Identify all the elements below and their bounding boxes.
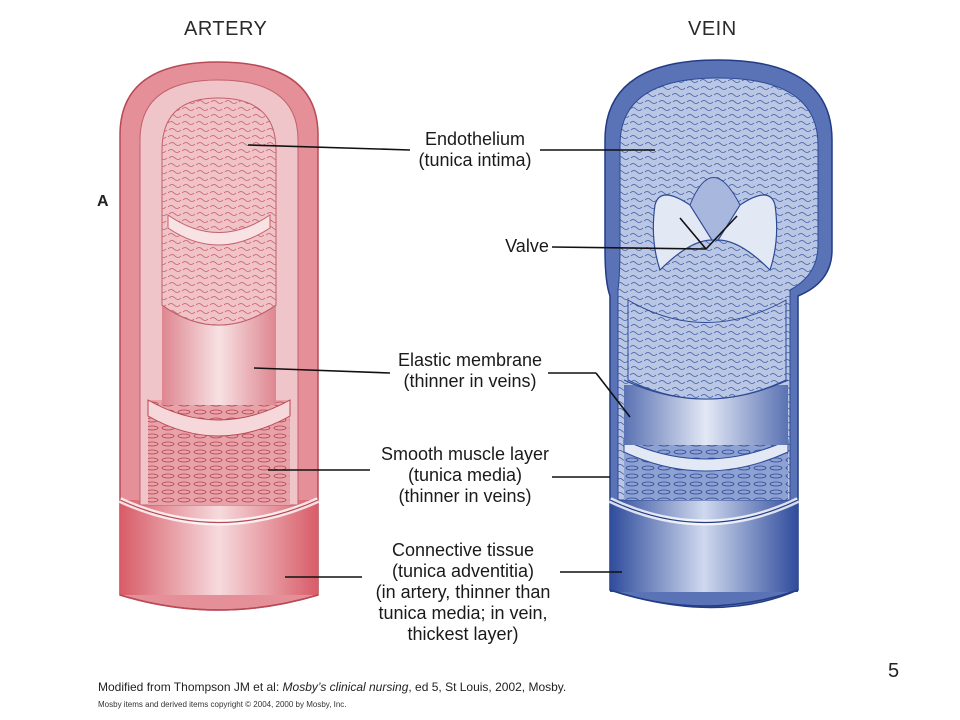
slide-number: 5 [888,660,900,682]
copyright-notice: Mosby items and derived items copyright … [98,700,347,709]
artery-title: ARTERY [184,18,268,40]
smooth-muscle-label: Smooth muscle layer(tunica media)(thinne… [380,444,550,506]
elastic-membrane-label: Elastic membrane(thinner in veins) [397,350,543,391]
endothelium-label: Endothelium(tunica intima) [418,129,532,170]
connective-tissue-label: Connective tissue(tunica adventitia)(in … [375,540,551,644]
figure-credit: Modified from Thompson JM et al: Mosby’s… [98,680,567,694]
artery-illustration [118,61,320,611]
panel-label: A [97,193,109,210]
leader-lines [247,144,738,578]
vein-title: VEIN [688,18,737,40]
vein-illustration [604,59,833,609]
valve-label: Valve [505,236,549,256]
